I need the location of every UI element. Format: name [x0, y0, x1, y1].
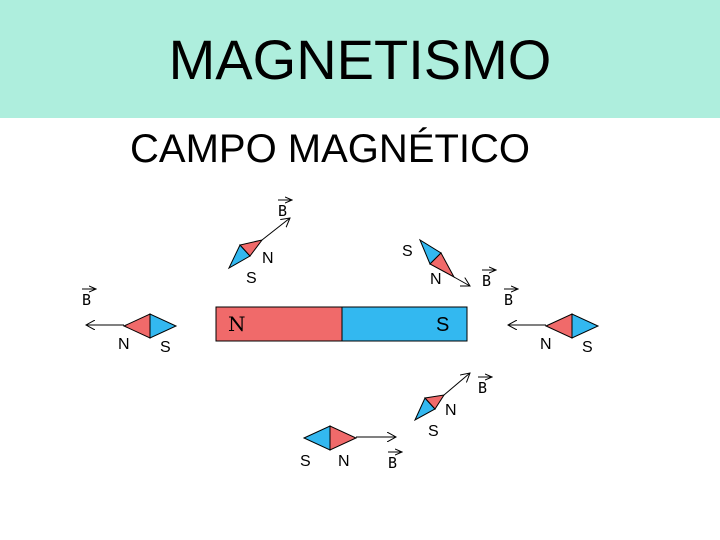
needle-north [429, 252, 456, 279]
south-label: S [160, 339, 171, 356]
north-label: N [430, 271, 442, 288]
north-label: N [262, 250, 274, 267]
field-label: B [278, 202, 287, 220]
needle-north [329, 425, 358, 451]
field-arrow [261, 218, 290, 241]
south-label: S [300, 453, 311, 470]
title-band [0, 0, 720, 118]
needle-north [424, 394, 446, 410]
compass-right: B N S [504, 289, 600, 356]
needle-north [122, 313, 151, 339]
field-label: B [504, 291, 513, 309]
needle-north [544, 313, 573, 339]
north-label: N [445, 402, 457, 419]
north-label: N [540, 336, 552, 353]
needle-south [571, 313, 600, 339]
south-label: S [246, 270, 257, 287]
field-arrow [453, 276, 470, 286]
bar-magnet: N S [215, 306, 468, 342]
field-arrow [443, 373, 470, 396]
south-label: S [582, 339, 593, 356]
field-label: B [82, 291, 91, 309]
magnet-north-label: N [228, 312, 246, 336]
south-label: S [428, 423, 439, 440]
page-subtitle: CAMPO MAGNÉTICO [130, 127, 531, 171]
field-label: B [478, 379, 487, 397]
magnet-south-label: S [436, 314, 449, 336]
needle-south [302, 425, 331, 451]
magnet-south-half [341, 306, 468, 342]
compass-bottom: S N B [300, 425, 402, 472]
north-label: N [118, 336, 130, 353]
field-label: B [482, 272, 491, 290]
needle-south [149, 313, 178, 339]
compass-bottom-right: B N S [413, 373, 492, 440]
field-label: B [388, 454, 397, 472]
compass-left: B N S [82, 289, 178, 356]
compass-top-left: B N S [227, 200, 292, 287]
north-label: N [338, 453, 350, 470]
south-label: S [402, 243, 413, 260]
compass-top-right: S N B [402, 238, 496, 290]
needle-north [239, 239, 264, 257]
page-title: MAGNETISMO [168, 28, 552, 91]
